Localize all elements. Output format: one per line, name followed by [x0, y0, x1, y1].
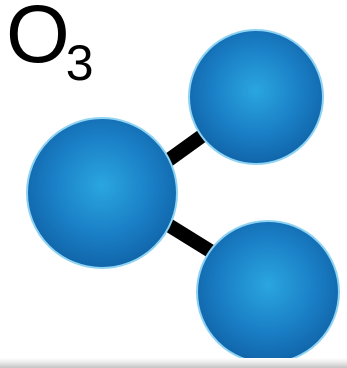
formula-symbol: O — [6, 0, 70, 80]
bottom-edge-strip — [0, 358, 347, 368]
formula-label: O3 — [6, 0, 94, 91]
oxygen-atom-top — [188, 29, 324, 165]
oxygen-atom-bottom — [196, 220, 340, 364]
oxygen-atom-center — [26, 117, 178, 269]
formula-subscript: 3 — [65, 35, 94, 91]
